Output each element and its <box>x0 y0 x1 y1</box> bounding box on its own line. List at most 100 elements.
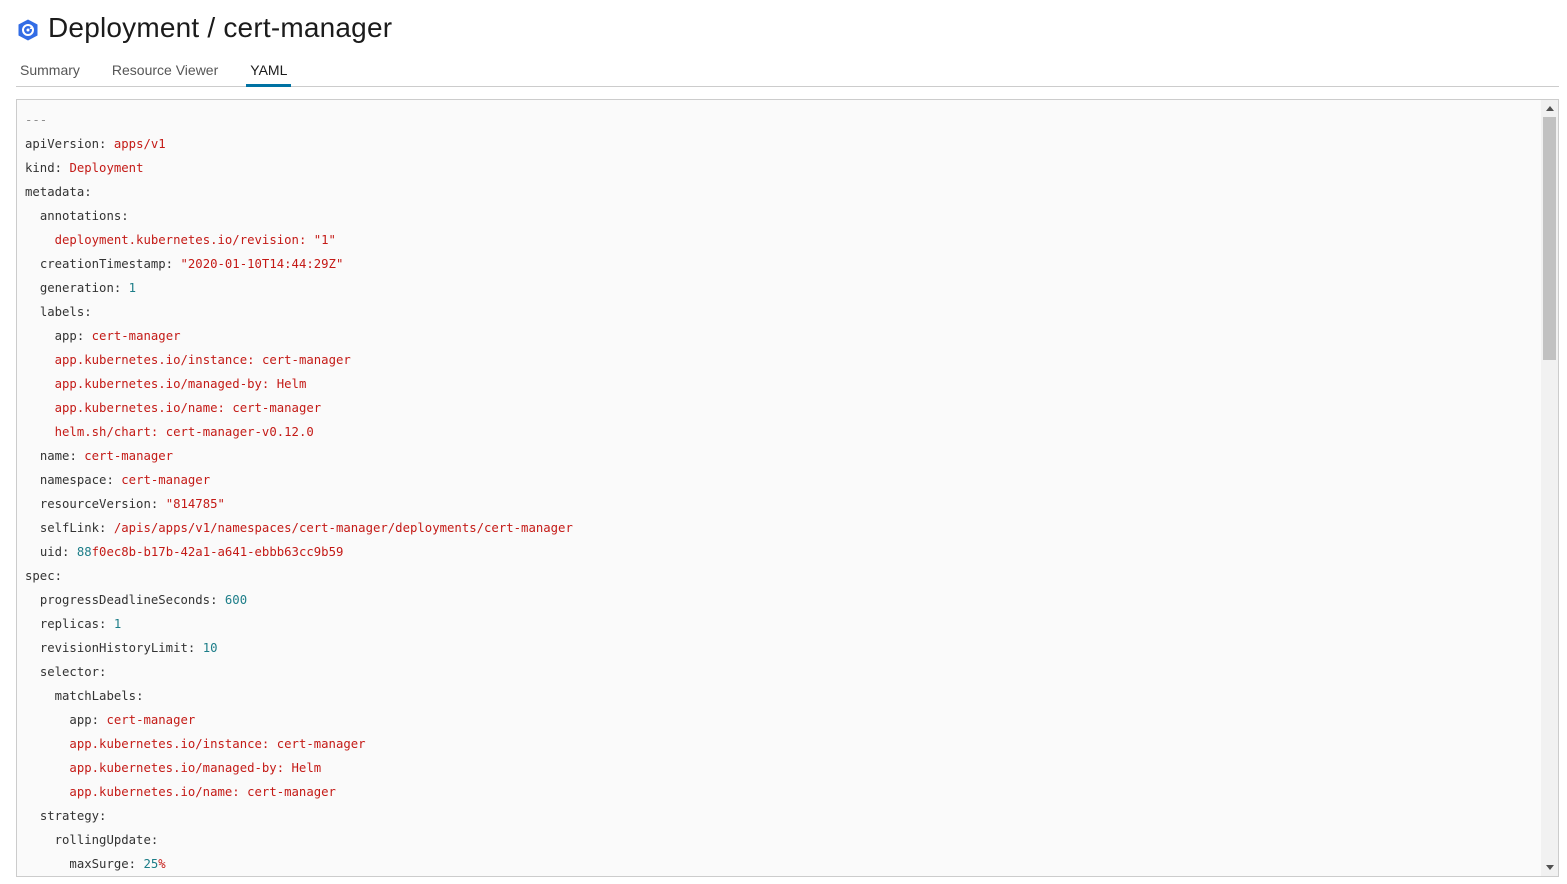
yaml-value: 1 <box>128 281 137 295</box>
yaml-key: progressDeadlineSeconds <box>39 593 211 607</box>
vertical-scrollbar[interactable] <box>1541 100 1558 876</box>
yaml-key: app.kubernetes.io/managed-by <box>69 761 277 775</box>
yaml-value: cert-manager <box>232 401 322 415</box>
yaml-value: cert-manager <box>247 785 336 799</box>
yaml-value: 600 <box>224 593 248 607</box>
yaml-value: 88f0ec8b-b17b-42a1-a641-ebbb63cc9b59 <box>76 545 344 559</box>
yaml-key: labels <box>39 305 85 319</box>
yaml-line: selfLink: /apis/apps/v1/namespaces/cert-… <box>39 521 573 535</box>
yaml-value: cert-manager <box>261 353 351 367</box>
yaml-key: revisionHistoryLimit <box>39 641 188 655</box>
yaml-key: selfLink <box>39 521 100 535</box>
yaml-key: name <box>39 449 70 463</box>
yaml-value: "814785" <box>165 497 225 511</box>
yaml-key: apiVersion <box>25 137 100 151</box>
yaml-key: matchLabels <box>54 689 137 703</box>
yaml-value: "2020-01-10T14:44:29Z" <box>180 257 344 271</box>
yaml-line: replicas: 1 <box>39 617 122 631</box>
yaml-value: Helm <box>291 761 322 775</box>
yaml-key: app <box>54 329 77 343</box>
yaml-key: deployment.kubernetes.io/revision <box>54 233 299 247</box>
yaml-line: uid: 88f0ec8b-b17b-42a1-a641-ebbb63cc9b5… <box>39 545 344 559</box>
yaml-value: cert-manager <box>106 713 196 727</box>
yaml-line: revisionHistoryLimit: 10 <box>39 641 218 655</box>
yaml-line: app.kubernetes.io/name: cert-manager <box>54 401 322 415</box>
yaml-line: resourceVersion: "814785" <box>39 497 225 511</box>
tab-bar: Summary Resource Viewer YAML <box>16 56 1559 87</box>
yaml-key: rollingUpdate <box>54 833 151 847</box>
tab-summary[interactable]: Summary <box>20 62 80 78</box>
yaml-value: Deployment <box>69 161 144 175</box>
yaml-value: cert-manager <box>84 449 174 463</box>
yaml-line: generation: 1 <box>39 281 137 295</box>
page-header: Deployment / cert-manager <box>16 8 392 48</box>
yaml-line: selector: <box>39 665 107 679</box>
yaml-line: app.kubernetes.io/managed-by: Helm <box>54 377 307 391</box>
yaml-key: app.kubernetes.io/name <box>69 785 233 799</box>
yaml-line: labels: <box>39 305 92 319</box>
yaml-line: creationTimestamp: "2020-01-10T14:44:29Z… <box>39 257 344 271</box>
yaml-line: metadata: <box>25 185 92 199</box>
yaml-line: name: cert-manager <box>39 449 174 463</box>
yaml-value: 1 <box>113 617 122 631</box>
yaml-comment: --- <box>25 113 48 127</box>
yaml-key: selector <box>39 665 100 679</box>
yaml-key: metadata <box>25 185 85 199</box>
yaml-value: 25% <box>143 857 166 871</box>
yaml-value: cert-manager <box>121 473 211 487</box>
yaml-value: cert-manager-v0.12.0 <box>165 425 314 439</box>
yaml-line: matchLabels: <box>54 689 144 703</box>
yaml-line: maxSurge: 25% <box>69 857 166 871</box>
yaml-line: progressDeadlineSeconds: 600 <box>39 593 248 607</box>
yaml-key: resourceVersion <box>39 497 151 511</box>
yaml-value: /apis/apps/v1/namespaces/cert-manager/de… <box>113 521 573 535</box>
yaml-key: maxSurge <box>69 857 129 871</box>
yaml-key: creationTimestamp <box>39 257 166 271</box>
yaml-key: app.kubernetes.io/managed-by <box>54 377 262 391</box>
yaml-value: apps/v1 <box>113 137 166 151</box>
page-title: Deployment / cert-manager <box>48 12 393 43</box>
yaml-key: spec <box>25 569 55 583</box>
yaml-line: app.kubernetes.io/instance: cert-manager <box>69 737 366 751</box>
yaml-key: app.kubernetes.io/name <box>54 401 218 415</box>
yaml-line: helm.sh/chart: cert-manager-v0.12.0 <box>54 425 314 439</box>
scrollbar-thumb[interactable] <box>1543 117 1556 360</box>
yaml-line: app: cert-manager <box>54 329 181 343</box>
yaml-key: app.kubernetes.io/instance <box>69 737 262 751</box>
yaml-editor[interactable]: --- apiVersion: apps/v1 kind: Deployment me… <box>16 99 1559 877</box>
yaml-line: rollingUpdate: <box>54 833 159 847</box>
yaml-line: namespace: cert-manager <box>39 473 211 487</box>
tab-resource-viewer[interactable]: Resource Viewer <box>111 62 219 78</box>
tab-yaml[interactable]: YAML <box>246 56 292 87</box>
yaml-line: spec: <box>25 569 63 583</box>
yaml-value: 10 <box>202 641 218 655</box>
yaml-key: helm.sh/chart <box>54 425 151 439</box>
yaml-key: annotations <box>39 209 122 223</box>
scroll-down-icon[interactable] <box>1541 859 1558 876</box>
yaml-key: namespace <box>39 473 107 487</box>
yaml-key: strategy <box>39 809 100 823</box>
yaml-key: app <box>69 713 92 727</box>
yaml-line: app.kubernetes.io/instance: cert-manager <box>54 353 351 367</box>
yaml-key: kind <box>25 161 55 175</box>
deployment-icon <box>18 19 38 41</box>
yaml-key: replicas <box>39 617 100 631</box>
yaml-value: cert-manager <box>91 329 181 343</box>
yaml-line: strategy: <box>39 809 107 823</box>
yaml-line: kind: Deployment <box>25 161 144 175</box>
yaml-line: apiVersion: apps/v1 <box>25 137 166 151</box>
yaml-value: cert-manager <box>276 737 366 751</box>
scroll-up-icon[interactable] <box>1541 100 1558 117</box>
yaml-line: app.kubernetes.io/managed-by: Helm <box>69 761 322 775</box>
yaml-line: --- <box>25 108 573 132</box>
yaml-line: app: cert-manager <box>69 713 196 727</box>
yaml-value: Helm <box>276 377 307 391</box>
yaml-key: generation <box>39 281 114 295</box>
yaml-code[interactable]: --- apiVersion: apps/v1 kind: Deployment me… <box>25 108 573 876</box>
yaml-line: deployment.kubernetes.io/revision: "1" <box>54 233 336 247</box>
yaml-key: app.kubernetes.io/instance <box>54 353 248 367</box>
yaml-line: annotations: <box>39 209 129 223</box>
yaml-value: "1" <box>313 233 336 247</box>
yaml-key: uid <box>39 545 63 559</box>
yaml-line: app.kubernetes.io/name: cert-manager <box>69 785 336 799</box>
